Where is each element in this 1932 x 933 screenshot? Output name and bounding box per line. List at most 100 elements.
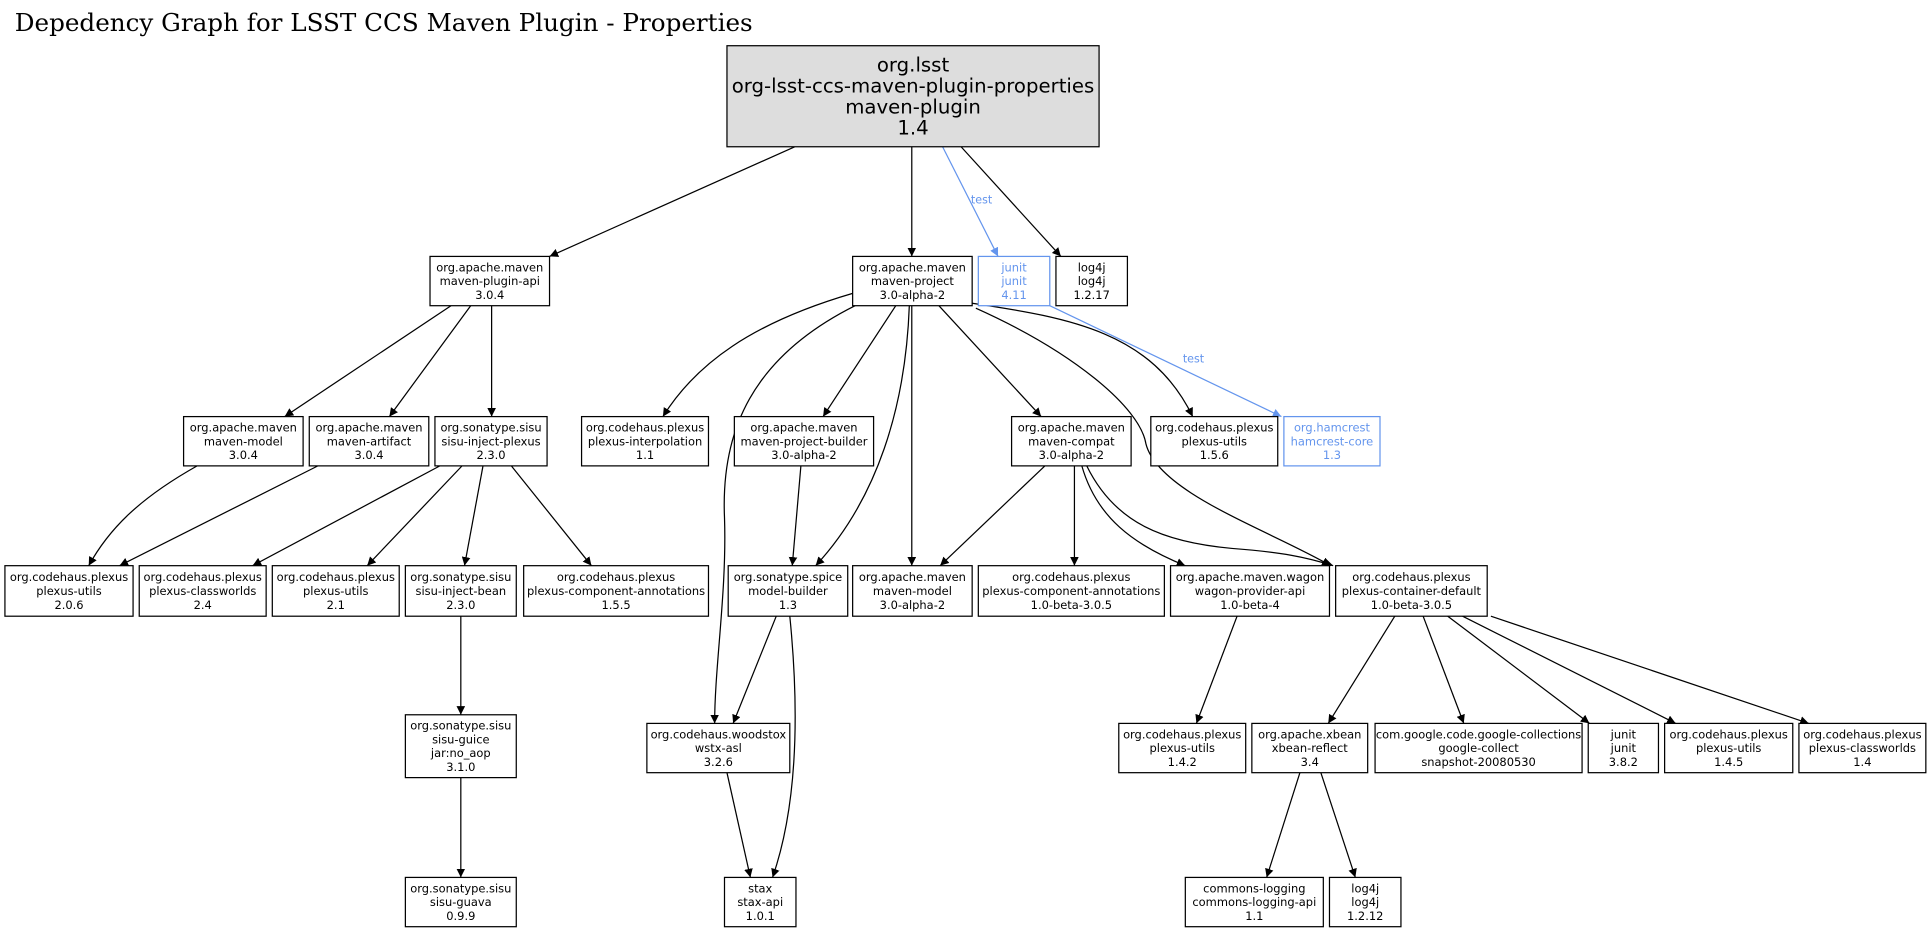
node-sisu-guice[interactable]: org.sonatype.sisusisu-guicejar:no_aop3.1… xyxy=(404,714,517,779)
node-box xyxy=(977,565,1165,617)
node-label-line: 1.4 xyxy=(897,116,928,139)
node-label-line: maven-artifact xyxy=(327,434,412,448)
node-label-line: org.codehaus.plexus xyxy=(1155,421,1273,435)
node-label-line: maven-project-builder xyxy=(740,434,867,448)
edge-project-to-project-builder xyxy=(822,305,897,417)
node-label-line: org.apache.xbean xyxy=(1258,727,1361,741)
node-label-line: org.codehaus.plexus xyxy=(1012,570,1130,584)
node-root[interactable]: org.lsstorg-lsst-ccs-maven-plugin-proper… xyxy=(726,45,1100,148)
node-label-line: org.apache.maven xyxy=(1018,421,1125,435)
edge-root-to-log4j1217 xyxy=(960,146,1062,257)
nodes-layer: org.lsstorg-lsst-ccs-maven-plugin-proper… xyxy=(4,45,1927,928)
node-label-line: plexus-classworlds xyxy=(1809,741,1916,755)
node-box xyxy=(1118,722,1247,774)
node-label-line: junit xyxy=(1000,274,1027,288)
node-label-line: plexus-container-default xyxy=(1342,584,1482,598)
node-label-line: 1.1 xyxy=(1245,909,1263,923)
node-annotations-beta[interactable]: org.codehaus.plexusplexus-component-anno… xyxy=(977,565,1165,617)
node-label-line: maven-project xyxy=(871,274,955,288)
node-label-line: org.apache.maven xyxy=(315,421,422,435)
edge-container-to-junit382 xyxy=(1447,615,1590,724)
node-box xyxy=(182,415,304,467)
node-label-line: org.sonatype.spice xyxy=(734,570,843,584)
node-label-line: junit xyxy=(1610,727,1637,741)
node-label-line: sisu-guava xyxy=(430,895,492,909)
edge-project-to-container xyxy=(975,307,1332,567)
node-label-line: 3.0-alpha-2 xyxy=(1039,448,1104,462)
node-box xyxy=(138,565,267,617)
node-label-line: 1.0.1 xyxy=(746,909,775,923)
edge-model-builder-to-stax xyxy=(771,616,796,878)
edge-project-to-interpolation xyxy=(662,292,853,417)
node-label-line: 2.4 xyxy=(194,598,212,612)
node-label-line: plexus-component-annotations xyxy=(982,584,1160,598)
node-box xyxy=(1184,876,1324,928)
node-label-line: 3.4 xyxy=(1301,755,1319,769)
node-box xyxy=(580,415,710,467)
node-project-builder[interactable]: org.apache.mavenmaven-project-builder3.0… xyxy=(733,415,875,467)
node-label-line: 2.1 xyxy=(327,598,345,612)
edge-container-to-google xyxy=(1422,615,1465,724)
node-label-line: jar:no_aop xyxy=(430,746,491,760)
edge-container-to-classworlds14 xyxy=(1490,615,1809,725)
node-label-line: 4.11 xyxy=(1001,288,1026,302)
node-box xyxy=(1010,415,1132,467)
node-google[interactable]: com.google.code.google-collectionsgoogle… xyxy=(1374,722,1583,774)
node-wagon[interactable]: org.apache.maven.wagonwagon-provider-api… xyxy=(1169,565,1331,617)
node-label-line: xbean-reflect xyxy=(1272,741,1348,755)
node-box xyxy=(308,415,430,467)
node-annotations155[interactable]: org.codehaus.plexusplexus-component-anno… xyxy=(523,565,710,617)
node-label-line: sisu-guice xyxy=(432,732,489,746)
node-container[interactable]: org.codehaus.plexusplexus-container-defa… xyxy=(1335,565,1488,617)
node-box xyxy=(404,565,517,617)
node-label-line: 1.2.12 xyxy=(1347,909,1383,923)
node-label-line: stax xyxy=(748,881,772,895)
node-label-line: 3.2.6 xyxy=(704,755,733,769)
edge-wagon-to-utils142 xyxy=(1195,615,1238,724)
node-label-line: maven-model xyxy=(873,584,952,598)
node-box xyxy=(1251,722,1369,774)
node-interpolation[interactable]: org.codehaus.plexusplexus-interpolation1… xyxy=(580,415,710,467)
edge-sisu-inject-plexus-to-utils21 xyxy=(366,465,463,567)
node-label-line: 1.5.6 xyxy=(1200,448,1229,462)
edge-compat-to-model-alpha xyxy=(939,465,1046,567)
edge-model-builder-to-wstx xyxy=(732,615,777,724)
node-label-line: wstx-asl xyxy=(695,741,742,755)
edge-root-to-junit411 xyxy=(942,146,999,257)
node-box xyxy=(977,255,1051,307)
node-label-line: org.codehaus.plexus xyxy=(144,570,262,584)
edge-compat-to-container xyxy=(1086,465,1334,568)
node-label-line: 3.0.4 xyxy=(229,448,258,462)
node-label-line: org.codehaus.plexus xyxy=(586,421,704,435)
node-label-line: org.sonatype.sisu xyxy=(410,719,511,733)
node-box xyxy=(733,415,875,467)
node-label-line: org.sonatype.sisu xyxy=(440,421,541,435)
node-label-line: 0.9.9 xyxy=(446,909,475,923)
